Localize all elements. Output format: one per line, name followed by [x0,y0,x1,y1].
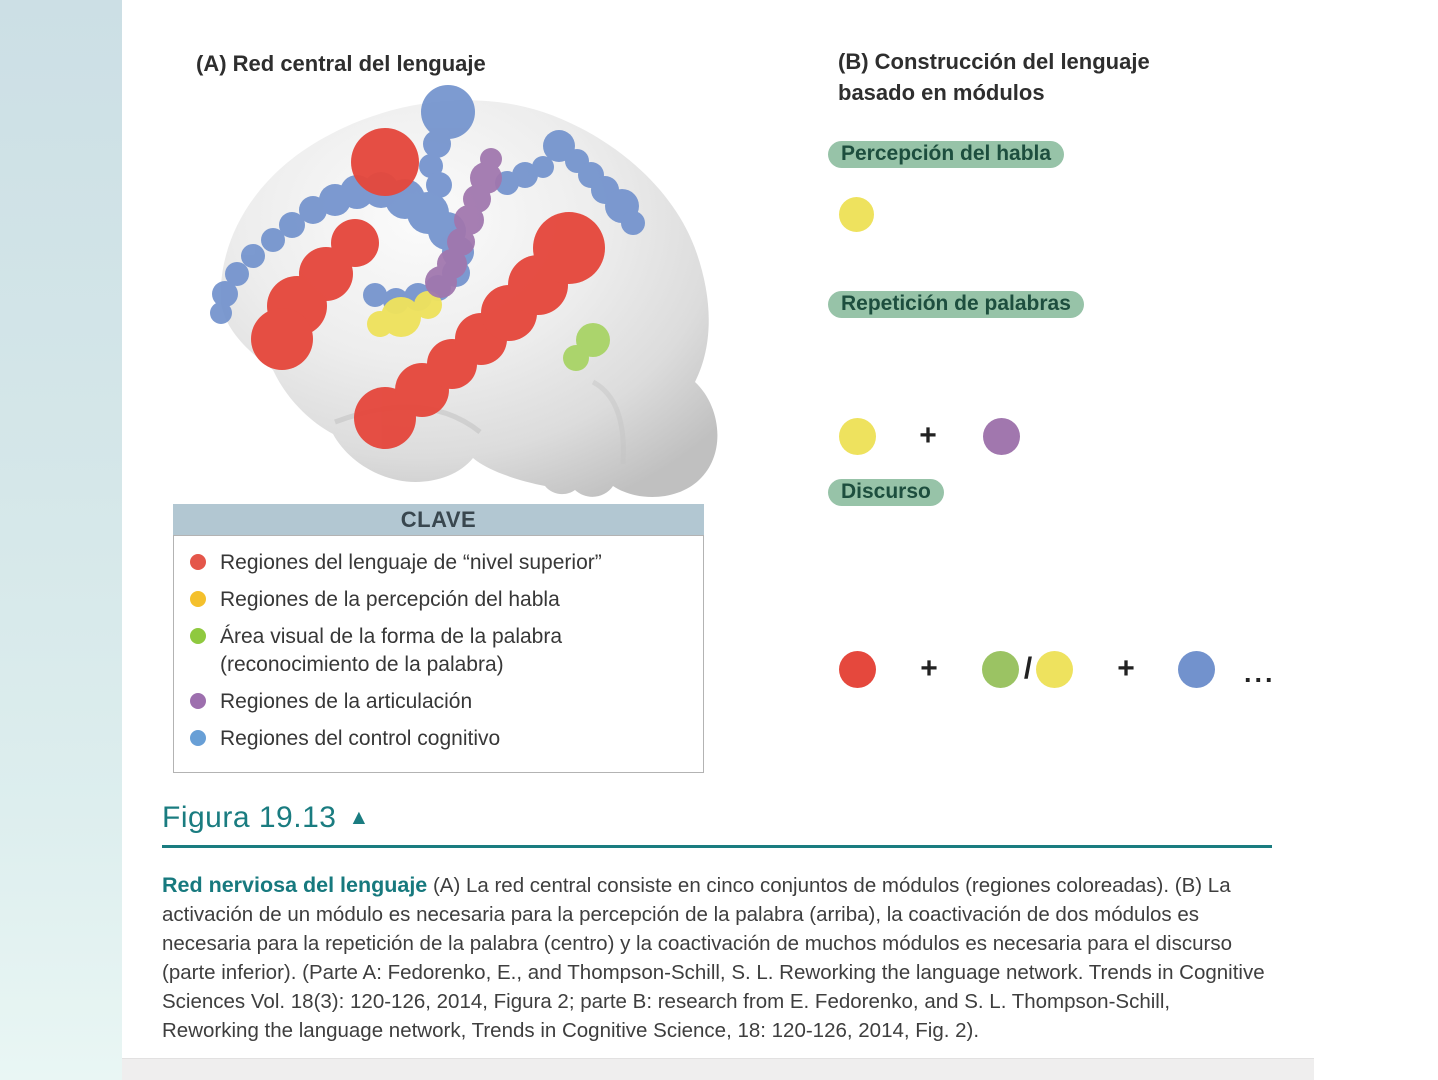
word-repetition-section: Repetición de palabras [828,291,1084,318]
visual-word-form-area [563,323,610,371]
word-repetition-formula: + [828,417,1348,455]
discourse-section: Discurso [828,479,944,506]
plus-operator: + [1117,652,1135,685]
brain-lateral-illustration [210,85,718,497]
discourse-formula: + / + ... [828,650,1348,688]
speech-perception-formula [828,196,1348,234]
legend-item-label: Regiones del lenguaje de “nivel superior… [220,551,602,574]
panel-b-title-line2: basado en módulos [838,80,1045,105]
plus-operator: + [920,652,938,685]
plus-operator: + [919,419,937,452]
purple-dot-icon [190,693,206,709]
legend-item: Área visual de la forma de la palabra (r… [190,623,687,679]
section-heading-speech-perception: Percepción del habla [828,141,1065,168]
page-edge-bar [122,1058,1314,1080]
legend-item-label: Regiones del control cognitivo [220,727,501,750]
legend-body: Regiones del lenguaje de “nivel superior… [173,535,704,773]
legend-item: Regiones del lenguaje de “nivel superior… [190,549,687,577]
cerebellum-shading [591,379,626,465]
legend-title: CLAVE [173,504,704,535]
module-construction-panel: Percepción del habla Repetición de palab… [828,140,1348,688]
legend-item: Regiones de la articulación [190,688,687,716]
panel-b-title: (B) Construcción del lenguaje basado en … [838,46,1238,108]
legend-item-label: Regiones de la percepción del habla [220,588,560,611]
section-heading-discourse: Discurso [828,479,944,506]
legend-item-label: Área visual de la forma de la palabra (r… [220,625,563,676]
red-module-icon [839,651,876,688]
figure-caption: Red nerviosa del lenguaje (A) La red cen… [162,871,1267,1045]
legend-item: Regiones del control cognitivo [190,725,687,753]
green-dot-icon [190,628,206,644]
red-dot-icon [190,554,206,570]
speech-perception-regions [367,291,442,337]
yellow-dot-icon [190,591,206,607]
blue-module-icon [1178,651,1215,688]
up-triangle-icon: ▲ [348,806,370,829]
section-heading-word-repetition: Repetición de palabras [828,291,1084,318]
panel-b-title-line1: (B) Construcción del lenguaje [838,49,1150,74]
panel-a-title: (A) Red central del lenguaje [196,51,486,76]
legend-item-label: Regiones de la articulación [220,690,473,713]
speech-perception-section: Percepción del habla [828,141,1065,168]
slash-operator: / [1023,652,1033,685]
higher-level-language-regions [251,128,605,449]
green-module-icon [982,651,1019,688]
yellow-module-icon [1036,651,1073,688]
yellow-module-icon [839,197,874,232]
figure-number: Figura 19.13 [162,801,337,834]
caption-body: (A) La red central consiste en cinco con… [162,874,1265,1042]
articulation-regions [425,148,502,298]
purple-module-icon [983,418,1020,455]
legend-item: Regiones de la percepción del habla [190,586,687,614]
ellipsis: ... [1244,657,1276,688]
yellow-module-icon [839,418,876,455]
blue-dot-icon [190,730,206,746]
legend-box: CLAVE Regiones del lenguaje de “nivel su… [173,504,704,773]
figure-divider-rule [162,845,1272,848]
left-gradient-strip [0,0,122,1080]
figure-label: Figura 19.13 ▲ [162,801,370,835]
caption-lead: Red nerviosa del lenguaje [162,873,428,897]
